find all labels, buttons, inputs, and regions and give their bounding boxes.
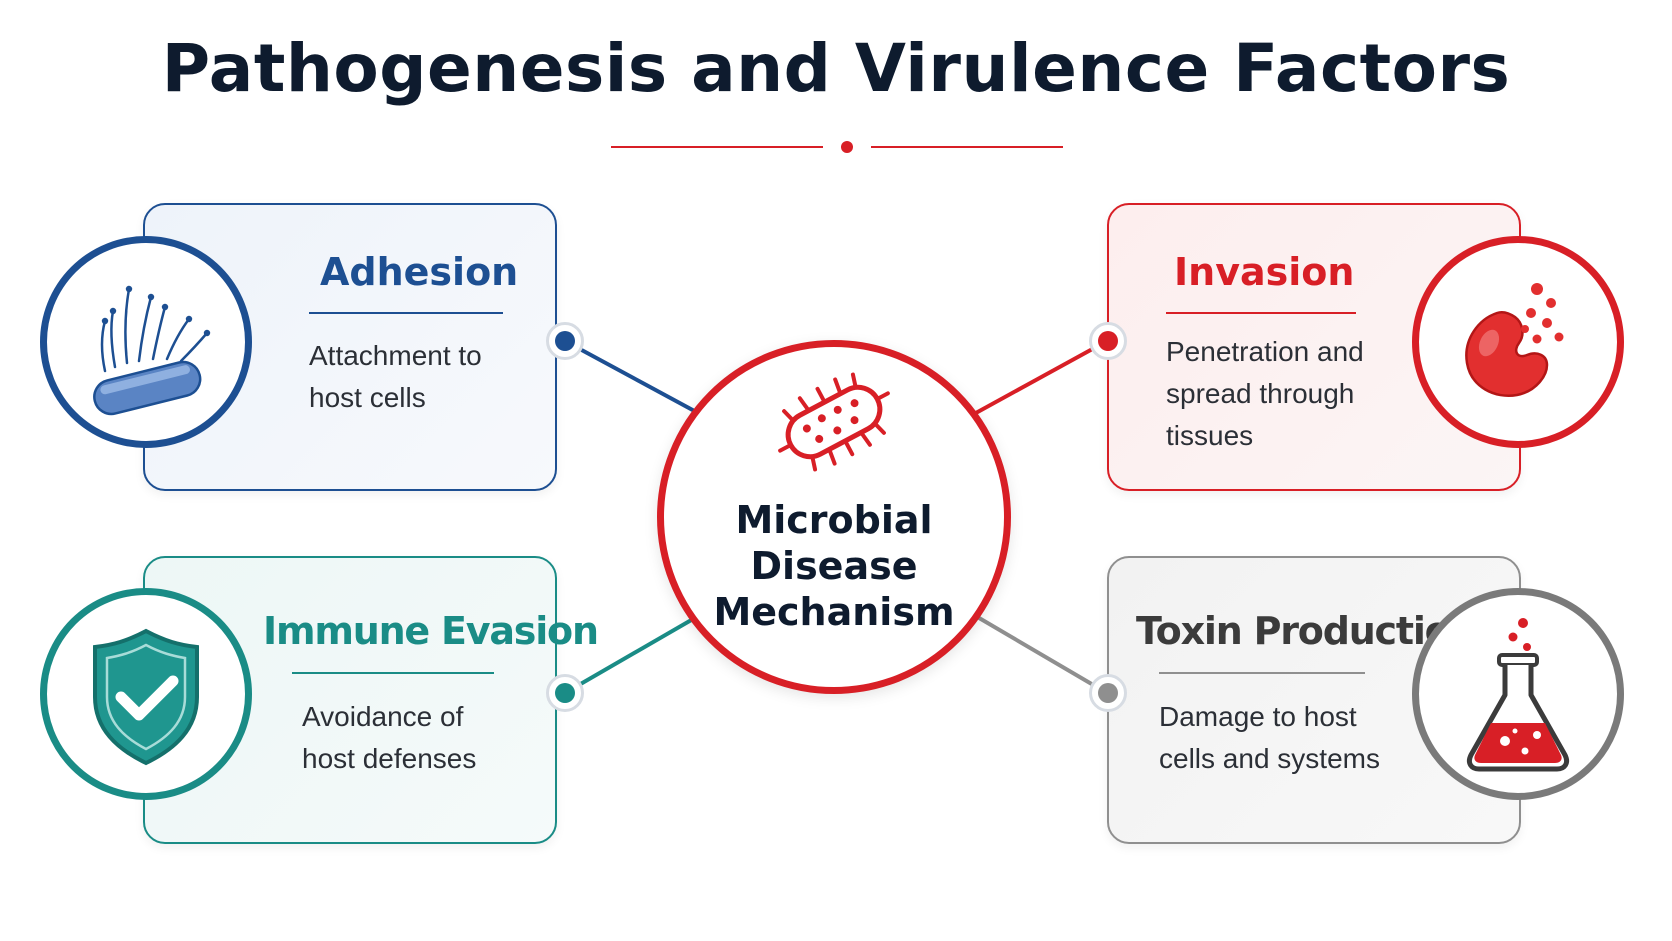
immune-evasion-icon-circle (40, 588, 252, 800)
invasion-description: Penetration and spread through tissues (1166, 336, 1364, 451)
toxin-production-card: Toxin Production Damage to host cells an… (1107, 556, 1521, 844)
flask-icon (1466, 618, 1570, 772)
shield-check-icon (93, 628, 199, 766)
center-label-line1: Microbial (735, 498, 933, 542)
toxin-production-icon-circle (1412, 588, 1624, 800)
toxin-production-title: Toxin Production (1136, 609, 1477, 653)
invasion-connector-dot (1089, 322, 1127, 360)
connector-evasion (563, 613, 702, 695)
cell-invasion-icon (1465, 283, 1564, 397)
connector-toxin (972, 613, 1109, 695)
center-circle: Microbial Disease Mechanism (657, 340, 1011, 694)
connector-invasion (973, 339, 1108, 416)
bacterium-icon (778, 372, 890, 472)
center-label-line3: Mechanism (713, 590, 955, 634)
adhesion-title: Adhesion (320, 250, 519, 294)
adhesion-icon-circle (40, 236, 252, 448)
immune-evasion-rule (292, 672, 494, 674)
toxin-production-description: Damage to host cells and systems (1159, 701, 1380, 774)
connector-adhesion (564, 339, 701, 416)
adhesion-connector-dot (546, 322, 584, 360)
bacterium-pili-icon (93, 285, 211, 416)
center-label-line2: Disease (750, 544, 918, 588)
adhesion-description: Attachment to host cells (309, 340, 482, 413)
adhesion-rule (309, 312, 503, 314)
toxin-production-connector-dot (1089, 674, 1127, 712)
page-title: Pathogenesis and Virulence Factors (161, 30, 1511, 107)
immune-evasion-connector-dot (546, 674, 584, 712)
immune-evasion-description: Avoidance of host defenses (302, 701, 477, 774)
toxin-production-rule (1159, 672, 1365, 674)
invasion-title: Invasion (1174, 250, 1355, 294)
immune-evasion-title: Immune Evasion (263, 609, 599, 653)
invasion-icon-circle (1412, 236, 1624, 448)
center-label: Microbial Disease Mechanism (664, 497, 1004, 635)
invasion-rule (1166, 312, 1356, 314)
